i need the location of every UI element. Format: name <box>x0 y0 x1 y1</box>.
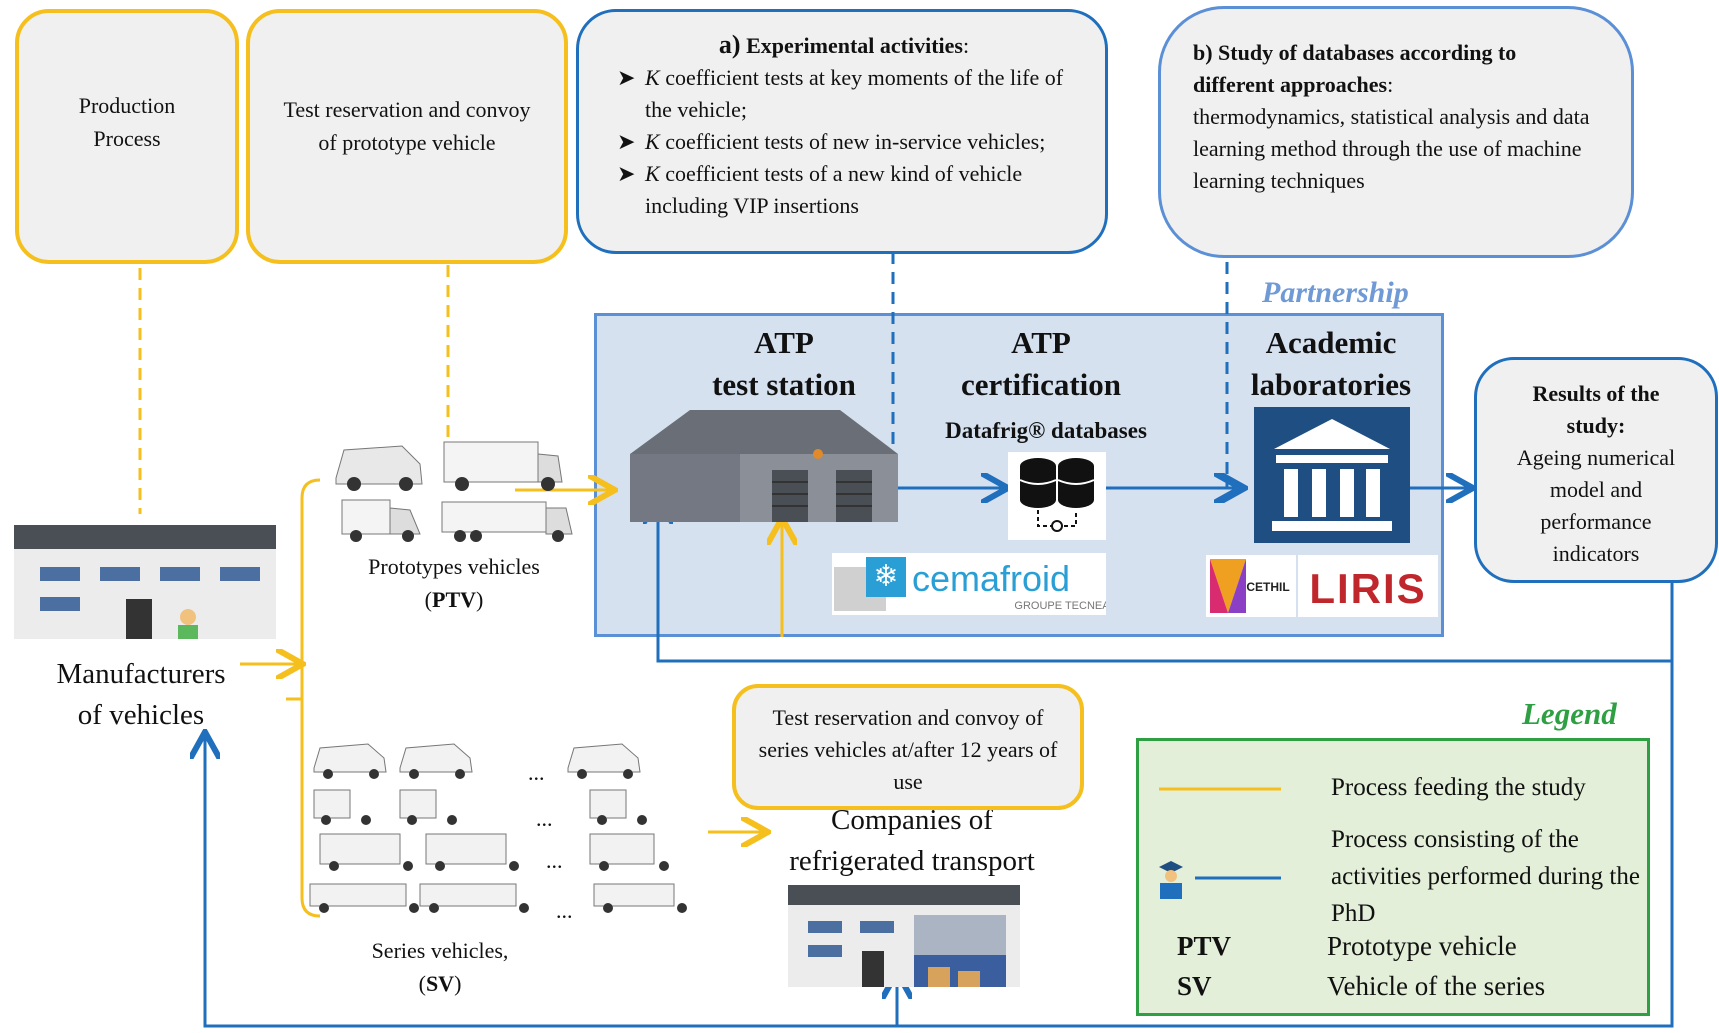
cethil-logo: CETHIL <box>1206 555 1296 617</box>
dash-box-b <box>1225 262 1238 490</box>
factory-icon <box>14 525 276 639</box>
svg-text:cemafroid: cemafroid <box>912 558 1070 599</box>
prototype-vehicles-label: Prototypes vehicles (PTV) <box>368 554 540 612</box>
prototype-label-text: Prototypes vehicles <box>368 554 540 579</box>
atp-station-title: ATP test station <box>712 325 856 402</box>
institution-icon <box>1254 407 1410 543</box>
series-vehicles-group <box>308 738 728 924</box>
legend-box: Process feeding the study Process consis… <box>1136 738 1650 1016</box>
results-box: Results of the study: Ageing numerical m… <box>1474 357 1718 583</box>
legend-lines <box>1159 787 1281 880</box>
legend-sv-def: Vehicle of the series <box>1327 971 1546 1001</box>
warehouse-icon <box>630 410 898 522</box>
van-icon <box>335 445 423 491</box>
ptv-abbr: PTV <box>432 587 476 612</box>
activity-item: ➤K coefficient tests at key moments of t… <box>617 65 1064 122</box>
academic-laboratories-title: Academic laboratories <box>1250 325 1412 402</box>
production-process-box: Production Process <box>15 9 239 264</box>
datafrig-label: Datafrig® databases <box>945 418 1147 443</box>
experimental-activities-box: a) Experimental activities: ➤K coefficie… <box>576 9 1108 254</box>
results-title: Results of the study: <box>1532 381 1660 438</box>
legend-blue-text: Process consisting of the activities per… <box>1331 826 1640 927</box>
databases-study-box: b) Study of databases according to diffe… <box>1158 6 1634 258</box>
box-b-suffix: : <box>1387 72 1394 97</box>
liris-logo: LIRIS <box>1298 555 1438 617</box>
activity-item: ➤K coefficient tests of a new kind of ve… <box>617 161 1023 218</box>
prototype-vehicles-group <box>330 436 580 544</box>
activity-item: ➤K coefficient tests of new in-service v… <box>617 129 1046 154</box>
brace-upper <box>300 478 321 664</box>
atp-certification-title: ATP certification <box>960 325 1122 402</box>
manufacturers-label: Manufacturers of vehicles <box>56 658 226 731</box>
feedback-loop-top <box>658 500 1674 663</box>
legend-title: Legend <box>1522 696 1617 731</box>
cemafroid-logo: ❄ cemafroid GROUPE TECNEA <box>832 553 1110 615</box>
prototype-reservation-text: Test reservation and convoy of prototype… <box>283 97 531 155</box>
companies-label: Companies of refrigerated transport <box>789 804 1035 877</box>
box-a-prefix: a) <box>718 30 741 59</box>
transport-company-icon <box>788 885 1020 987</box>
feedback-loop-bottom <box>205 661 1674 1028</box>
svg-text:CETHIL: CETHIL <box>1246 580 1289 594</box>
svg-text:LIRIS: LIRIS <box>1309 565 1426 612</box>
ellipsis-1: ... <box>528 760 545 785</box>
van-icon <box>341 499 421 542</box>
box-truck-icon <box>443 441 563 491</box>
legend-ptv-def: Prototype vehicle <box>1327 931 1517 961</box>
prototype-reservation-box: Test reservation and convoy of prototype… <box>246 9 568 264</box>
test-reservation-series-box: Test reservation and convoy of series ve… <box>732 684 1084 810</box>
ellipsis-2: ... <box>536 806 553 831</box>
graduate-icon <box>1157 859 1185 899</box>
activities-list: ➤K coefficient tests at key moments of t… <box>593 62 1095 222</box>
box-a-suffix: : <box>962 33 970 58</box>
production-process-text: Production Process <box>78 92 176 151</box>
legend-ptv-abbr: PTV <box>1177 931 1231 961</box>
series-label-text: Series vehicles, <box>371 938 509 963</box>
svg-text:GROUPE TECNEA: GROUPE TECNEA <box>1014 600 1106 612</box>
sv-abbr: SV <box>425 971 455 996</box>
box-b-body: thermodynamics, statistical analysis and… <box>1193 104 1590 193</box>
svg-text:❄: ❄ <box>873 559 898 594</box>
semi-trailer-icon <box>441 501 573 542</box>
results-body: Ageing numerical model and performance i… <box>1516 445 1676 566</box>
legend-sv-abbr: SV <box>1177 971 1212 1001</box>
test-reservation-series-text: Test reservation and convoy of series ve… <box>758 705 1058 794</box>
box-a-title: Experimental activities <box>746 33 963 58</box>
series-vehicles-label: Series vehicles, (SV) <box>371 938 509 996</box>
ellipsis-3: ... <box>546 848 563 873</box>
ellipsis-4: ... <box>556 898 573 923</box>
legend-yellow-text: Process feeding the study <box>1331 774 1586 801</box>
brace-lower <box>300 664 321 918</box>
partnership-label: Partnership <box>1262 276 1409 309</box>
database-icon <box>1008 452 1106 540</box>
box-b-title: b) Study of databases according to diffe… <box>1193 40 1517 97</box>
